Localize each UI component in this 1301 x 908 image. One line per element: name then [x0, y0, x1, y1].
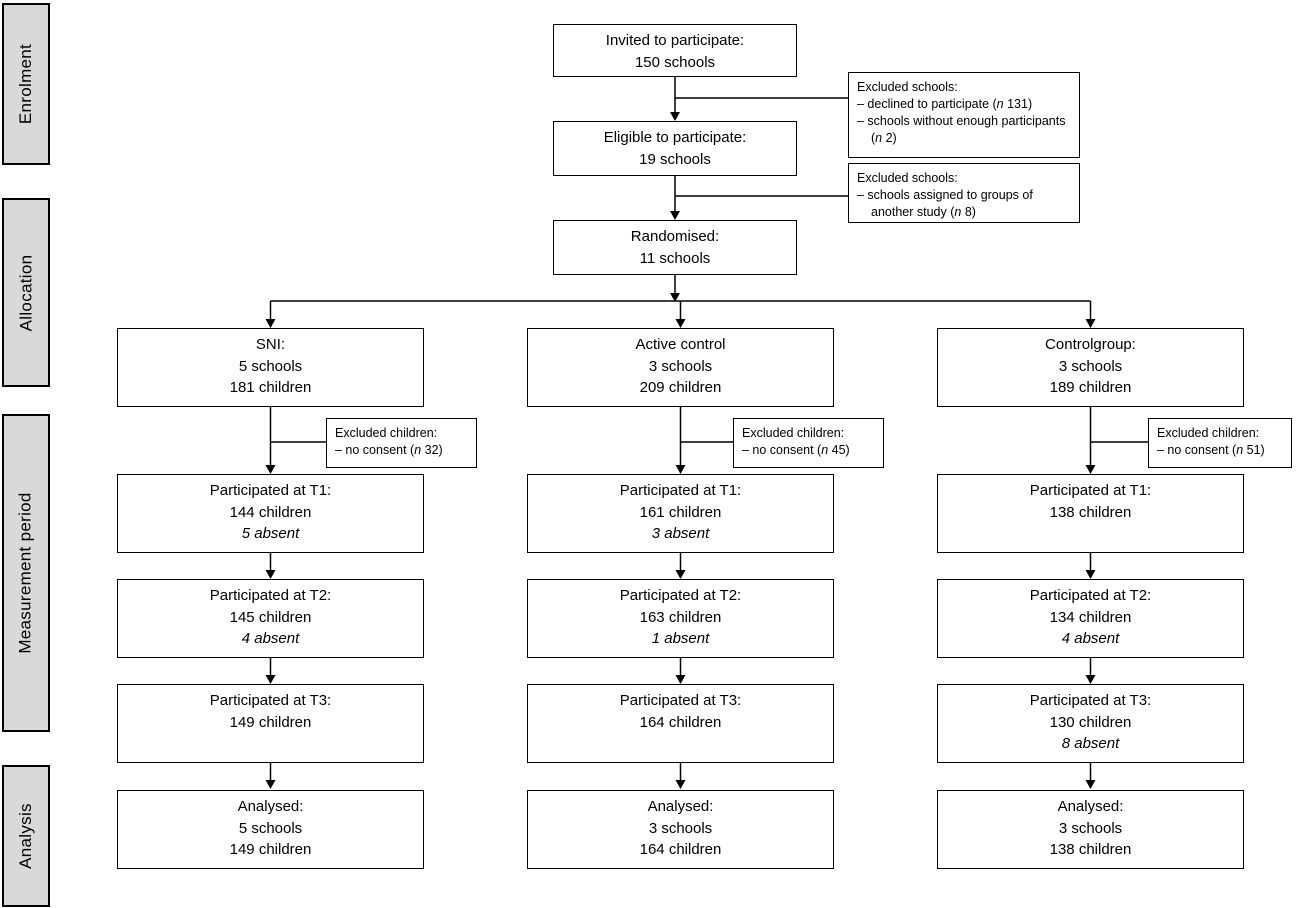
excluded-title: Excluded children: — [1157, 426, 1260, 440]
box-text-line: Participated at T1: — [1029, 482, 1152, 499]
box-text-line: 5 schools — [238, 819, 303, 837]
absent-line: 3 absent — [651, 525, 710, 542]
italic-n: n — [875, 131, 883, 145]
analysed-box: Analysed: 3 schools 138 children — [937, 790, 1244, 869]
stage-label-text: Allocation — [16, 254, 35, 331]
box-text-line: 149 children — [229, 713, 312, 731]
absent-line: 1 absent — [651, 630, 710, 647]
box-text-line: 138 children — [1049, 841, 1132, 858]
analysed-box: Analysed: 5 schools 149 children — [117, 790, 424, 869]
box-text-line: Participated at T2: — [209, 587, 332, 604]
t3-box: Participated at T3: 149 children — [117, 684, 424, 763]
box-text-line: Analysed: — [237, 798, 304, 815]
box-text-line: 181 children — [229, 379, 312, 396]
box-text-line: 161 children — [639, 503, 722, 521]
stage-label-text: Measurement period — [16, 492, 36, 654]
active-control-allocation-box: Active control 3 schools 209 children — [527, 328, 834, 407]
box-text-line: 3 schools — [648, 357, 713, 375]
stage-label-text: Analysis — [16, 803, 36, 869]
box-text-line: Participated at T2: — [1029, 587, 1152, 604]
box-text-line: Invited to participate: — [605, 32, 745, 49]
sni-allocation-box: SNI: 5 schools 181 children — [117, 328, 424, 407]
box-text-line: 189 children — [1049, 379, 1132, 396]
randomised-box: Randomised: 11 schools — [553, 220, 797, 275]
box-text-line: Analysed: — [647, 798, 714, 815]
t2-box: Participated at T2: 145 children 4 absen… — [117, 579, 424, 658]
italic-n: n — [1236, 443, 1244, 457]
excluded-children-box: Excluded children: – no consent (n 32) — [326, 418, 477, 468]
box-text-line: Active control — [635, 336, 726, 353]
box-text-line: 150 schools — [634, 53, 716, 71]
excluded-item: – no consent (n 32) — [335, 443, 443, 457]
box-text-line: 149 children — [229, 841, 312, 858]
excluded-title: Excluded schools: — [857, 80, 958, 94]
excluded-title: Excluded children: — [335, 426, 438, 440]
control-group-allocation-box: Controlgroup: 3 schools 189 children — [937, 328, 1244, 407]
t1-box: Participated at T1: 138 children — [937, 474, 1244, 553]
excluded-children-box: Excluded children: – no consent (n 51) — [1148, 418, 1292, 468]
box-text-line: Participated at T1: — [619, 482, 742, 499]
box-text-line: 144 children — [229, 503, 312, 521]
box-text-line: 209 children — [639, 379, 722, 396]
excluded-item: – no consent (n 51) — [1157, 443, 1265, 457]
stage-label-analysis: Analysis — [2, 765, 50, 907]
box-text-line: 138 children — [1049, 503, 1132, 521]
excluded-item: – no consent (n 45) — [742, 443, 850, 457]
box-text-line: 3 schools — [1058, 357, 1123, 375]
italic-n: n — [821, 443, 829, 457]
box-text-line: Participated at T3: — [209, 692, 332, 709]
box-text-line: 164 children — [639, 841, 722, 858]
box-text-line: Eligible to participate: — [603, 129, 747, 146]
stage-label-measurement-period: Measurement period — [2, 414, 50, 732]
t2-box: Participated at T2: 163 children 1 absen… — [527, 579, 834, 658]
stage-label-text: Enrolment — [16, 43, 35, 125]
analysed-box: Analysed: 3 schools 164 children — [527, 790, 834, 869]
eligible-box: Eligible to participate: 19 schools — [553, 121, 797, 176]
t1-box: Participated at T1: 161 children 3 absen… — [527, 474, 834, 553]
italic-n: n — [954, 205, 962, 219]
invited-box: Invited to participate: 150 schools — [553, 24, 797, 77]
stage-label-enrolment: Enrolment — [2, 3, 50, 165]
t3-box: Participated at T3: 130 children 8 absen… — [937, 684, 1244, 763]
excluded-children-box: Excluded children: – no consent (n 45) — [733, 418, 884, 468]
absent-line: 4 absent — [241, 630, 300, 647]
box-text-line: 11 schools — [639, 249, 711, 267]
box-text-line: 164 children — [639, 713, 722, 731]
absent-line: 4 absent — [1061, 630, 1120, 647]
t2-box: Participated at T2: 134 children 4 absen… — [937, 579, 1244, 658]
box-text-line: Participated at T1: — [209, 482, 332, 499]
excluded-item: – schools without enough participants (n… — [857, 114, 1066, 145]
box-text-line: 19 schools — [639, 150, 711, 168]
excluded-schools-box-2: Excluded schools: – schools assigned to … — [848, 163, 1080, 223]
t3-box: Participated at T3: 164 children — [527, 684, 834, 763]
box-text-line: 5 schools — [238, 357, 303, 375]
box-text-line: Randomised: — [630, 228, 720, 245]
excluded-title: Excluded schools: — [857, 171, 958, 185]
box-text-line: 134 children — [1049, 608, 1132, 626]
stage-label-allocation: Allocation — [2, 198, 50, 387]
t1-box: Participated at T1: 144 children 5 absen… — [117, 474, 424, 553]
excluded-schools-box-1: Excluded schools: – declined to particip… — [848, 72, 1080, 158]
excluded-title: Excluded children: — [742, 426, 845, 440]
box-text-line: 3 schools — [1058, 819, 1123, 837]
box-text-line: Participated at T3: — [1029, 692, 1152, 709]
excluded-item: – declined to participate (n 131) — [857, 97, 1033, 111]
box-text-line: SNI: — [255, 336, 286, 353]
excluded-item: – schools assigned to groups of another … — [857, 188, 1033, 219]
box-text-line: Participated at T3: — [619, 692, 742, 709]
italic-n: n — [414, 443, 422, 457]
box-text-line: 163 children — [639, 608, 722, 626]
absent-line: 5 absent — [241, 525, 300, 542]
box-text-line: Analysed: — [1057, 798, 1124, 815]
box-text-line: 130 children — [1049, 713, 1132, 731]
italic-n: n — [996, 97, 1004, 111]
absent-line: 8 absent — [1061, 735, 1120, 752]
box-text-line: Controlgroup: — [1045, 336, 1136, 353]
box-text-line: 3 schools — [648, 819, 713, 837]
box-text-line: 145 children — [229, 608, 312, 626]
box-text-line: Participated at T2: — [619, 587, 742, 604]
